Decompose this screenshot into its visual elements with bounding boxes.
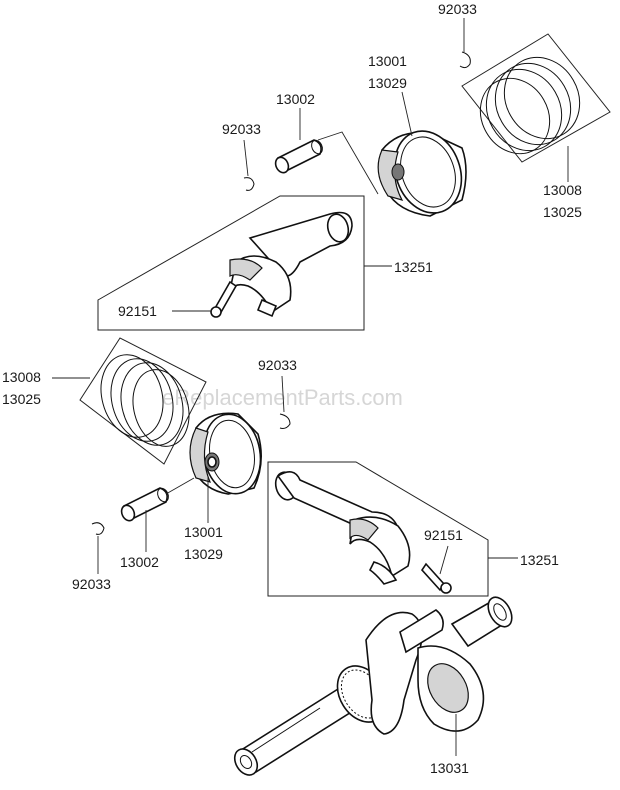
label-top-clip-right: 92033 [438,1,477,17]
label-mid-clip-left: 92033 [72,576,111,592]
label-top-piston-b: 13029 [368,75,407,91]
label-top-rings-b: 13025 [543,204,582,220]
mid-clip-right[interactable] [279,413,291,429]
label-top-rings-a: 13008 [543,182,582,198]
label-mid-rings-b: 13025 [2,391,41,407]
mid-rod-bolt[interactable] [420,562,452,594]
mid-connecting-rod[interactable] [267,461,489,597]
mid-piston[interactable] [189,410,267,499]
top-piston[interactable] [377,122,472,223]
top-clip-right[interactable] [459,51,471,69]
top-ring-set[interactable] [461,33,611,166]
mid-clip-left[interactable] [91,522,105,535]
label-top-bolt: 92151 [118,303,157,319]
top-rod-bolt[interactable] [210,280,238,318]
label-mid-clip-right: 92033 [258,357,297,373]
label-mid-pin: 13002 [120,554,159,570]
mid-ring-set[interactable] [79,337,207,465]
label-mid-bolt: 92151 [424,527,463,543]
mid-wrist-pin[interactable] [119,487,170,523]
label-top-piston-a: 13001 [368,53,407,69]
crankshaft[interactable] [230,593,517,779]
top-clip-left[interactable] [243,177,255,191]
label-mid-piston-b: 13029 [184,546,223,562]
label-crankshaft: 13031 [430,760,469,776]
label-mid-rings-a: 13008 [2,369,41,385]
top-connecting-rod[interactable] [97,195,365,331]
label-mid-piston-a: 13001 [184,524,223,540]
label-top-clip-left: 92033 [222,121,261,137]
label-mid-rod: 13251 [520,552,559,568]
label-top-rod: 13251 [394,259,433,275]
top-wrist-pin[interactable] [273,139,324,175]
label-top-pin: 13002 [276,91,315,107]
